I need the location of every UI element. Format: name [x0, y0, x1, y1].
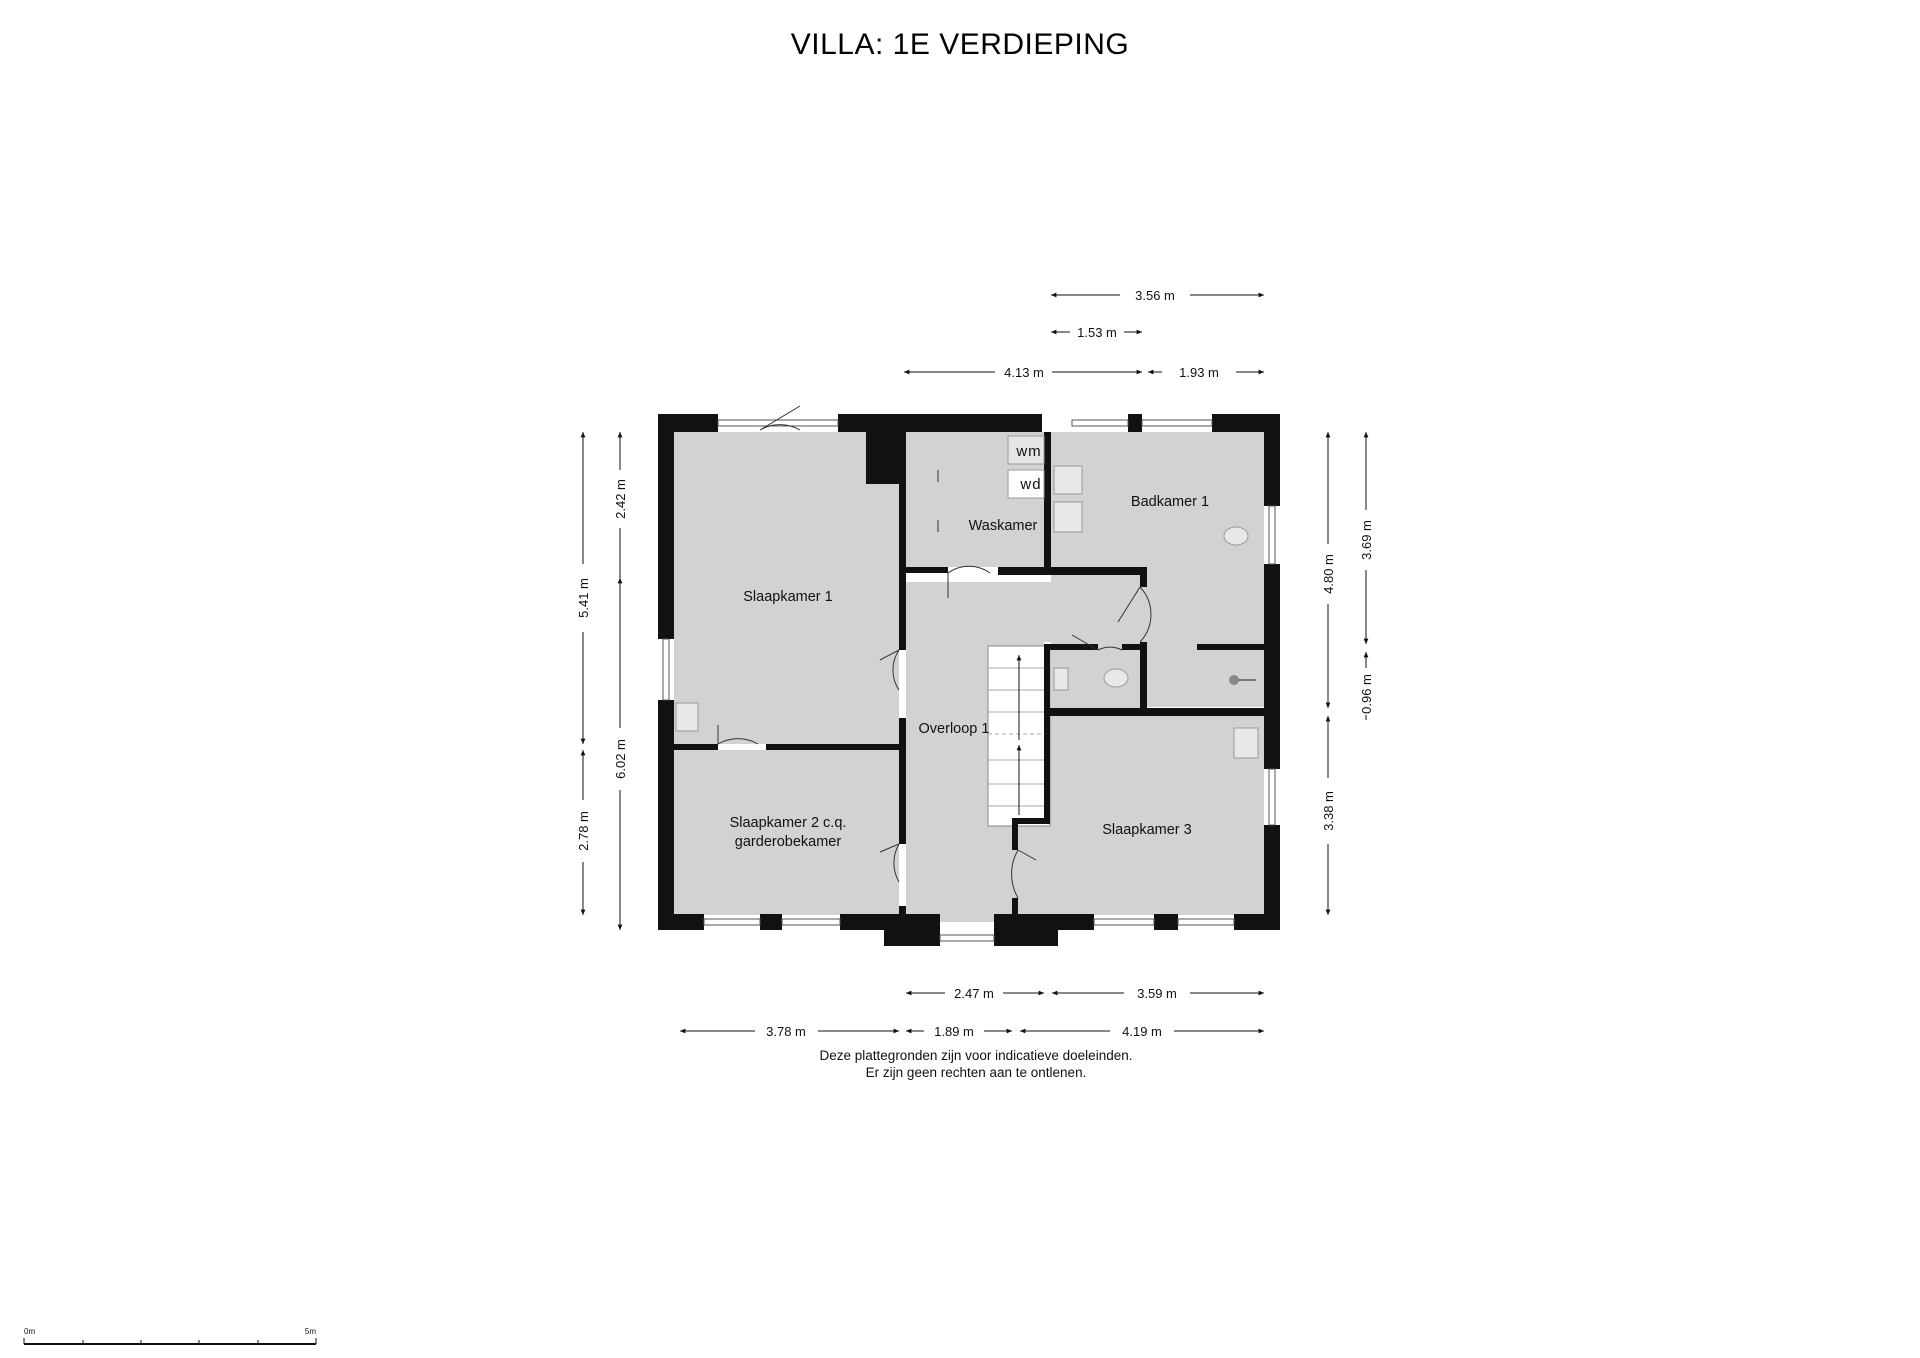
- label-slaapkamer-3: Slaapkamer 3: [1102, 822, 1191, 838]
- room-labels: Slaapkamer 1 Slaapkamer 2 c.q. garderobe…: [730, 443, 1210, 850]
- dim-bottom-row2-mid: 1.89 m: [934, 1024, 974, 1039]
- doors: [717, 405, 1152, 899]
- sink-slaapkamer-3: [1233, 727, 1259, 759]
- dim-bottom-row2-right: 4.19 m: [1122, 1024, 1162, 1039]
- sink-slaapkamer-1: [675, 702, 699, 732]
- dim-top-overall: 3.56 m: [1135, 288, 1175, 303]
- dim-right-outer-top: 3.69 m: [1359, 520, 1374, 560]
- dim-top-small: 1.53 m: [1077, 325, 1117, 340]
- dim-top-left: 4.13 m: [1004, 365, 1044, 380]
- windows: [662, 419, 1276, 942]
- dim-left-outer: 5.41 m: [576, 578, 591, 618]
- dim-left-inner-top: 2.42 m: [613, 479, 628, 519]
- sink-1: [1053, 465, 1083, 495]
- floor-slaapkamer-3: [1018, 716, 1264, 915]
- fixtures: [675, 435, 1259, 759]
- label-overloop-1: Overloop 1: [919, 721, 990, 737]
- label-slaapkamer-2-line1: Slaapkamer 2 c.q.: [730, 815, 847, 831]
- washer-box: [1007, 435, 1045, 465]
- disclaimer-line-1: Deze plattegronden zijn voor indicatieve…: [820, 1048, 1133, 1063]
- label-dryer: wd: [1019, 476, 1041, 493]
- dim-right-inner-bottom: 3.38 m: [1321, 791, 1336, 831]
- page-title: VILLA: 1E VERDIEPING: [791, 28, 1129, 61]
- dim-right-outer-bottom: 0.96 m: [1359, 674, 1374, 714]
- disclaimer-line-2: Er zijn geen rechten aan te ontlenen.: [866, 1065, 1087, 1080]
- floor-slaapkamer-1: [674, 432, 899, 744]
- staircase: [987, 645, 1051, 827]
- dim-left-outer-bottom: 2.78 m: [576, 811, 591, 851]
- label-slaapkamer-2-line2: garderobekamer: [735, 834, 842, 850]
- label-washer: wm: [1015, 443, 1041, 460]
- dimension-lines: [580, 292, 1369, 1034]
- sink-wc: [1053, 667, 1069, 691]
- toilet-badkamer: [1223, 526, 1249, 546]
- dim-top-right: 1.93 m: [1179, 365, 1219, 380]
- scale-start-label: 0m: [24, 1327, 35, 1336]
- dim-bottom-row1-right: 3.59 m: [1137, 986, 1177, 1001]
- floor-slaapkamer-2: [674, 750, 899, 915]
- dim-bottom-row1-left: 2.47 m: [954, 986, 994, 1001]
- label-slaapkamer-1: Slaapkamer 1: [743, 589, 832, 605]
- dim-right-inner-top: 4.80 m: [1321, 554, 1336, 594]
- sink-2: [1053, 501, 1083, 533]
- floor-overloop-1-hall: [906, 582, 1146, 642]
- scale-bar: 0m 5m: [23, 1327, 317, 1345]
- toilet-wc: [1103, 668, 1129, 688]
- dimension-labels: 3.56 m 1.53 m 4.13 m 1.93 m 5.41 m 2.78 …: [576, 288, 1374, 1039]
- room-floors: [674, 432, 1264, 922]
- scale-end-label: 5m: [305, 1327, 316, 1336]
- dim-bottom-row2-left: 3.78 m: [766, 1024, 806, 1039]
- dryer-box: [1007, 469, 1045, 499]
- walls: [658, 414, 1280, 946]
- label-badkamer-1: Badkamer 1: [1131, 494, 1209, 510]
- dim-left-inner-bottom: 6.02 m: [613, 739, 628, 779]
- label-waskamer: Waskamer: [969, 518, 1038, 534]
- shower-head: [1229, 675, 1239, 685]
